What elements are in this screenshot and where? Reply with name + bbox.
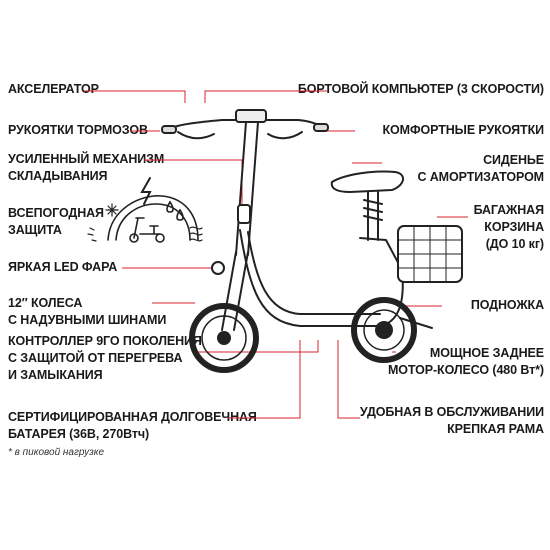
brake-lever-right — [267, 131, 303, 140]
rear-arm — [359, 237, 403, 271]
fold-clamp — [237, 204, 251, 224]
main-frame — [239, 229, 404, 327]
weather-protection-badge — [87, 177, 203, 243]
scooter — [161, 109, 463, 373]
frame-inner — [247, 231, 381, 315]
leader-accelerator — [84, 90, 186, 103]
seat-post — [367, 191, 379, 241]
fork — [221, 251, 249, 331]
label-led-headlight: ЯРКАЯ LED ФАРА — [8, 260, 118, 274]
leader-computer — [204, 90, 327, 103]
left-grip — [161, 125, 177, 134]
headlight-icon — [211, 261, 225, 275]
kickstand-icon — [399, 317, 433, 329]
label-brake-handles: РУКОЯТКИ ТОРМОЗОВ — [8, 123, 148, 137]
raindrop-icon — [166, 200, 184, 221]
snowflake-icon — [105, 203, 119, 217]
leader-folding — [144, 159, 243, 210]
shield-arc-icon — [107, 195, 199, 241]
leader-battery — [228, 340, 301, 419]
label-accelerator: АКСЕЛЕРАТОР — [8, 82, 99, 96]
rear-wheel — [351, 297, 417, 363]
right-grip — [313, 123, 329, 132]
stem — [235, 121, 259, 256]
wind-icon — [189, 226, 203, 242]
basket-grid — [397, 225, 463, 283]
front-wheel — [189, 303, 259, 373]
leader-lines — [84, 90, 468, 419]
leader-controller — [192, 340, 319, 353]
seat-icon — [330, 170, 404, 193]
label-kickstand: ПОДНОЖКА — [470, 298, 544, 312]
footnote: * в пиковой нагрузке — [8, 447, 105, 458]
display — [235, 109, 267, 123]
brake-lever-left — [177, 131, 215, 140]
label-onboard-computer: БОРТОВОЙ КОМПЬЮТЕР (3 СКОРОСТИ) — [297, 82, 544, 96]
lightning-icon — [140, 177, 152, 205]
snow-dots-icon — [87, 227, 97, 242]
seat-spring — [363, 199, 383, 221]
label-comfort-grips: КОМФОРТНЫЕ РУКОЯТКИ — [382, 123, 544, 137]
leader-frame — [337, 340, 360, 419]
